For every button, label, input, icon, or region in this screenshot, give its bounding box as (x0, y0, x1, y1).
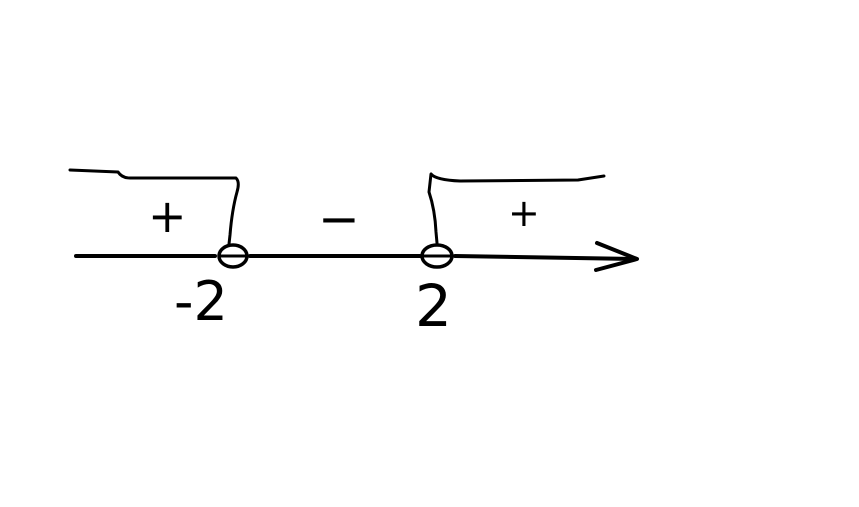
sign-middle-interval: − (318, 190, 360, 248)
right-interval-bracket (427, 172, 606, 245)
number-line-axis (74, 254, 638, 261)
point-label-neg2: -2 (174, 270, 228, 333)
point-label-pos2: 2 (415, 272, 452, 340)
sign-right-interval: + (508, 191, 540, 235)
sign-left-interval: + (148, 189, 187, 243)
left-interval-bracket (68, 168, 240, 246)
axis-arrow-icon (594, 241, 639, 272)
